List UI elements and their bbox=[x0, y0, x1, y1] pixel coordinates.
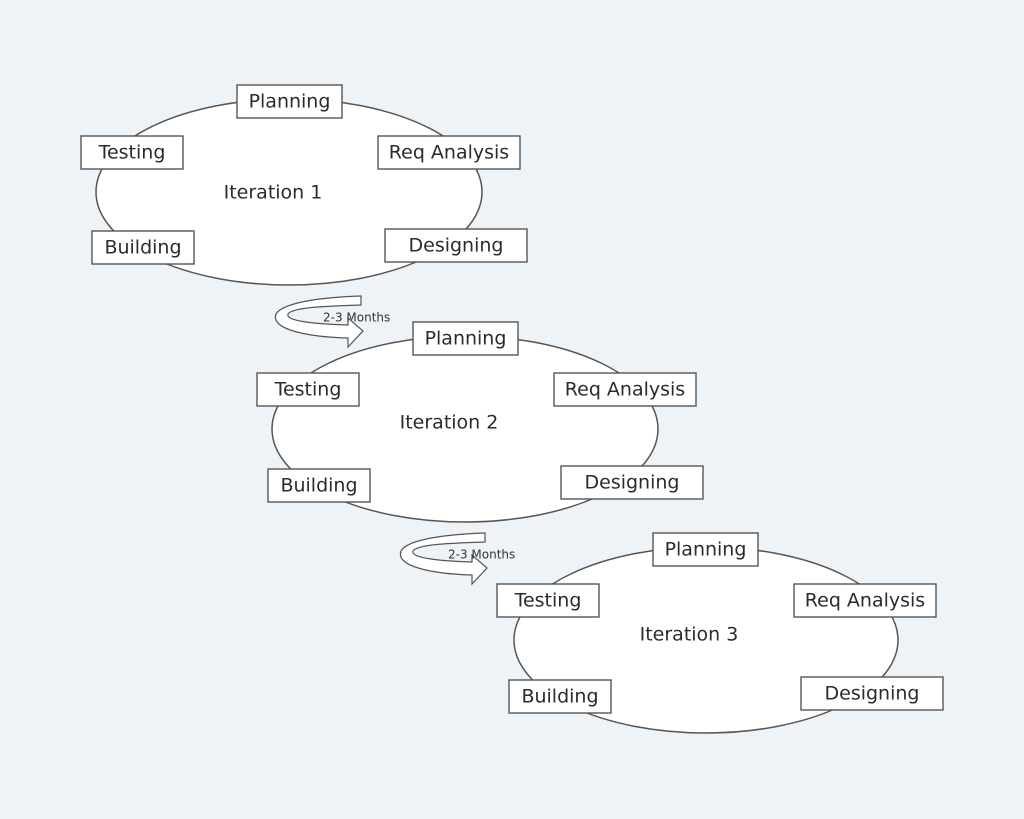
transition-arrow-2: 2-3 Months bbox=[399, 532, 515, 586]
phase-box bbox=[384, 228, 528, 263]
iteration-label: Iteration 2 bbox=[400, 412, 499, 434]
phase-box bbox=[236, 84, 343, 119]
phase-box bbox=[652, 532, 759, 567]
phase-box bbox=[508, 679, 612, 714]
duration-label: 2-3 Months bbox=[448, 548, 515, 562]
phase-box bbox=[496, 583, 600, 618]
phase-building: Building bbox=[508, 679, 612, 714]
duration-label: 2-3 Months bbox=[323, 311, 390, 325]
phase-box bbox=[256, 372, 360, 407]
iteration-1-cycle: Iteration 1 Planning Req Analysis Design… bbox=[80, 84, 528, 286]
phase-box bbox=[377, 135, 521, 170]
phase-label: Building bbox=[280, 475, 357, 497]
phase-box bbox=[267, 468, 371, 503]
phase-designing: Designing bbox=[560, 465, 704, 500]
phase-testing: Testing bbox=[256, 372, 360, 407]
phase-req-analysis: Req Analysis bbox=[553, 372, 697, 407]
phase-req-analysis: Req Analysis bbox=[793, 583, 937, 618]
phase-testing: Testing bbox=[80, 135, 184, 170]
phase-box bbox=[80, 135, 184, 170]
phase-label: Req Analysis bbox=[565, 379, 685, 401]
phase-label: Building bbox=[521, 686, 598, 708]
curved-arrow-icon bbox=[274, 295, 364, 349]
phase-planning: Planning bbox=[652, 532, 759, 567]
phase-planning: Planning bbox=[412, 321, 519, 356]
phase-label: Testing bbox=[514, 590, 582, 612]
curved-arrow-icon bbox=[399, 532, 488, 586]
phase-label: Building bbox=[104, 237, 181, 259]
transition-arrow-1: 2-3 Months bbox=[274, 295, 390, 349]
phase-req-analysis: Req Analysis bbox=[377, 135, 521, 170]
phase-label: Designing bbox=[585, 472, 680, 494]
phase-designing: Designing bbox=[800, 676, 944, 711]
phase-label: Planning bbox=[425, 328, 507, 350]
phase-box bbox=[91, 230, 195, 265]
phase-label: Req Analysis bbox=[805, 590, 925, 612]
phase-box bbox=[793, 583, 937, 618]
phase-box bbox=[560, 465, 704, 500]
iteration-2-cycle: Iteration 2 Planning Req Analysis Design… bbox=[256, 321, 704, 523]
phase-label: Testing bbox=[98, 142, 166, 164]
phase-label: Req Analysis bbox=[389, 142, 509, 164]
phase-planning: Planning bbox=[236, 84, 343, 119]
iteration-label: Iteration 1 bbox=[224, 182, 323, 204]
phase-label: Designing bbox=[825, 683, 920, 705]
phase-building: Building bbox=[267, 468, 371, 503]
phase-label: Planning bbox=[665, 539, 747, 561]
phase-testing: Testing bbox=[496, 583, 600, 618]
phase-box bbox=[553, 372, 697, 407]
iteration-label: Iteration 3 bbox=[640, 624, 739, 646]
phase-designing: Designing bbox=[384, 228, 528, 263]
iteration-3-cycle: Iteration 3 Planning Req Analysis Design… bbox=[496, 532, 944, 734]
phase-label: Planning bbox=[249, 91, 331, 113]
phase-label: Designing bbox=[409, 235, 504, 257]
phase-building: Building bbox=[91, 230, 195, 265]
phase-label: Testing bbox=[274, 379, 342, 401]
phase-box bbox=[800, 676, 944, 711]
phase-box bbox=[412, 321, 519, 356]
